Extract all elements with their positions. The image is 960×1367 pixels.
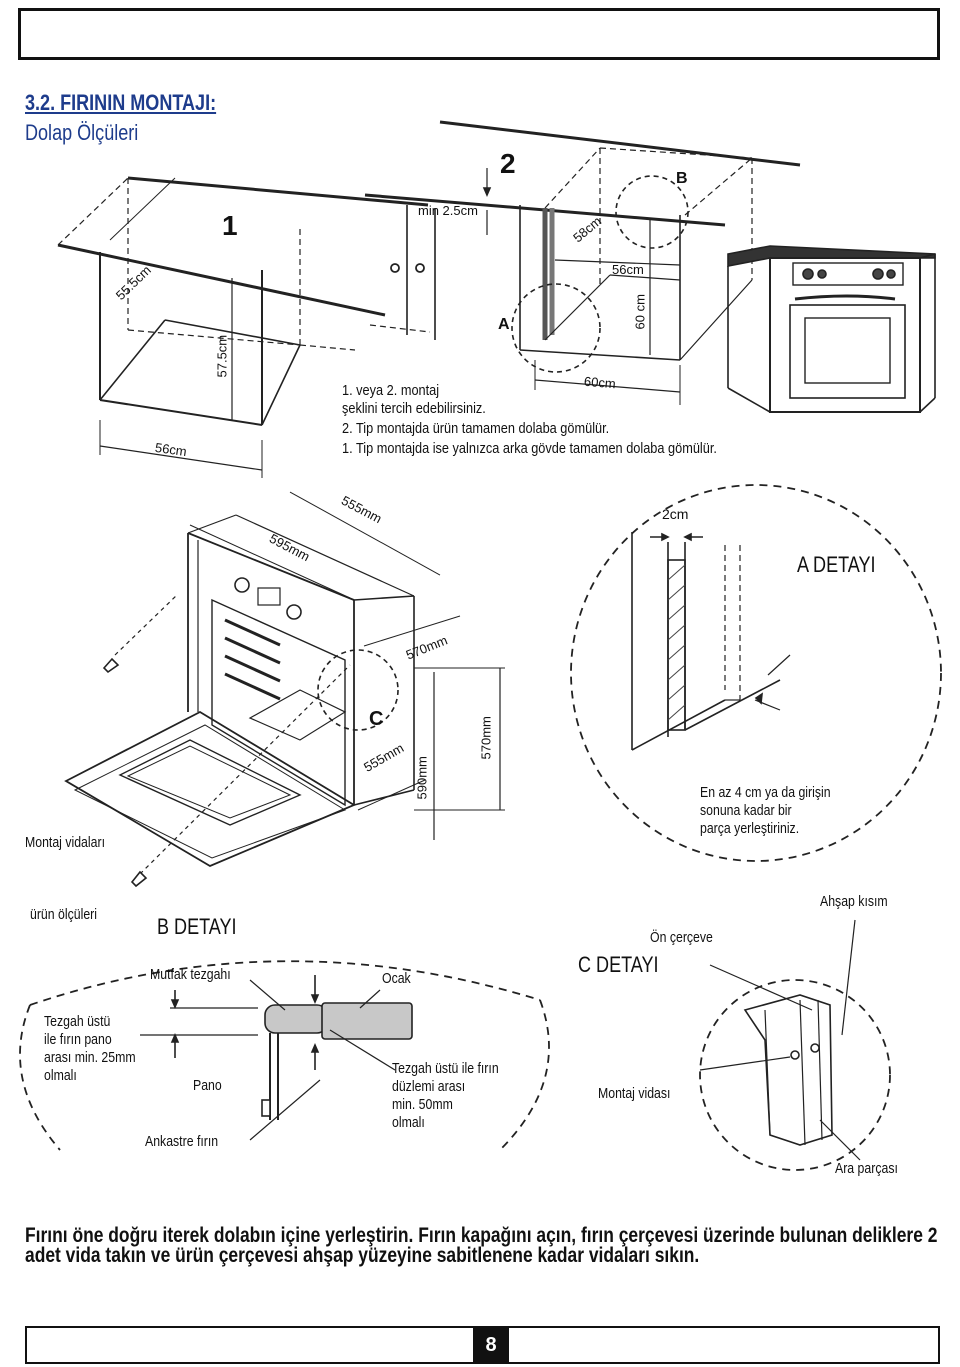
hob-note-1: Tezgah üstü ile fırın bbox=[392, 1060, 499, 1077]
hob-label: Ocak bbox=[382, 970, 411, 987]
hob-note-4: olmalı bbox=[392, 1114, 425, 1131]
cabinet-type-1 bbox=[57, 176, 429, 478]
gap-note-4: olmalı bbox=[44, 1067, 77, 1084]
section-title: 3.2. FIRININ MONTAJI: bbox=[25, 90, 217, 115]
height-dimension-575: 57.5cm bbox=[214, 334, 230, 378]
hob-note-2: düzlemi arası bbox=[392, 1078, 466, 1095]
min-gap-dimension: min 2.5cm bbox=[418, 203, 478, 218]
spacer-label: Ara parçası bbox=[835, 1160, 898, 1177]
wood-part-label: Ahşap kısım bbox=[820, 893, 888, 910]
detail-a-note-2: sonuna kadar bir bbox=[700, 802, 792, 819]
detail-a-note-3: parça yerleştiriniz. bbox=[700, 820, 800, 837]
width-dimension-56-right: 56cm bbox=[612, 262, 644, 277]
note-line-2: şeklini tercih edebilirsiniz. bbox=[342, 400, 486, 417]
detail-c-marker: C bbox=[369, 708, 384, 730]
oven-illustration bbox=[727, 245, 936, 413]
note-line-1: 1. veya 2. montaj bbox=[342, 382, 440, 399]
gap-note-1: Tezgah üstü bbox=[44, 1013, 111, 1030]
oven-installation-drawing bbox=[64, 491, 505, 888]
height-dimension-570mm: 570mm bbox=[478, 716, 494, 760]
cabinet-type-2 bbox=[364, 120, 801, 405]
mounting-screw-label: Montaj vidası bbox=[598, 1085, 671, 1102]
height-dimension-590mm: 590mm bbox=[414, 756, 430, 800]
panel-label: Pano bbox=[193, 1077, 222, 1094]
detail-b-title: B DETAYI bbox=[157, 914, 237, 939]
builtin-oven-label: Ankastre fırın bbox=[145, 1133, 219, 1150]
width-dimension-60: 60cm bbox=[583, 373, 617, 392]
detail-c-title: C DETAYI bbox=[578, 952, 659, 977]
note-line-4: 1. Tip montajda ise yalnızca arka gövde … bbox=[342, 440, 717, 457]
gap-note-2: ile fırın pano bbox=[44, 1031, 112, 1048]
product-dimensions-label: ürün ölçüleri bbox=[30, 906, 98, 923]
hob-note-3: min. 50mm bbox=[392, 1096, 453, 1113]
cabinet-type-1-number: 1 bbox=[222, 210, 238, 241]
height-dimension-60: 60 cm bbox=[632, 294, 648, 330]
detail-a-drawing bbox=[570, 484, 942, 862]
detail-a-note-1: En az 4 cm ya da girişin bbox=[700, 784, 831, 801]
detail-a-gap-dimension: 2cm bbox=[662, 506, 689, 522]
section-subtitle: Dolap Ölçüleri bbox=[25, 120, 139, 145]
detail-c-drawing bbox=[699, 919, 891, 1171]
detail-b-marker: B bbox=[676, 170, 688, 187]
countertop-label: Mutfak tezgahı bbox=[150, 966, 231, 983]
note-line-3: 2. Tip montajda ürün tamamen dolaba gömü… bbox=[342, 420, 610, 437]
front-frame-label: Ön çerçeve bbox=[650, 929, 713, 946]
gap-note-3: arası min. 25mm bbox=[44, 1049, 136, 1066]
cabinet-type-2-number: 2 bbox=[500, 148, 516, 179]
detail-a-title: A DETAYI bbox=[797, 552, 876, 577]
installation-instruction: Fırını öne doğru iterek dolabın içine ye… bbox=[25, 1224, 938, 1267]
detail-a-marker: A bbox=[498, 316, 510, 333]
header-frame bbox=[18, 8, 940, 60]
detail-b-drawing bbox=[19, 960, 550, 1151]
page-number: 8 bbox=[473, 1326, 509, 1364]
mounting-screws-label: Montaj vidaları bbox=[25, 834, 105, 851]
